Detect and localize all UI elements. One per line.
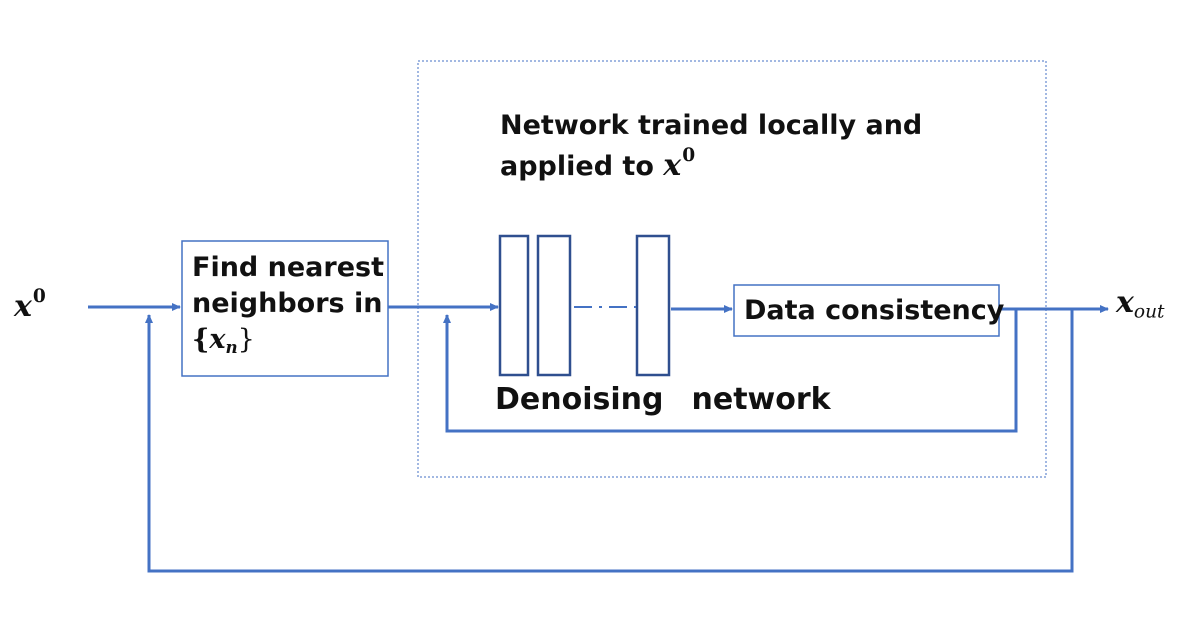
- network-layer-1: [498, 234, 530, 377]
- set-symbol: x: [209, 324, 226, 355]
- network-layer-last: [635, 234, 671, 377]
- caption-symbol: x: [663, 148, 682, 183]
- local-network-region: [417, 60, 1047, 478]
- output-subscript: out: [1133, 301, 1165, 323]
- local-network-caption: Network trained locally and applied to x…: [500, 106, 922, 187]
- caption-applied-to: applied to: [500, 151, 654, 182]
- nearest-neighbors-set: {xn}: [192, 322, 384, 358]
- input-symbol: x: [14, 289, 32, 324]
- set-close-brace: }: [237, 324, 255, 355]
- denoising-network-label: Denoising network: [495, 383, 831, 417]
- nearest-neighbors-box: [181, 240, 389, 377]
- data-consistency-label: Data consistency: [744, 295, 1005, 326]
- data-consistency-box: [733, 284, 1000, 337]
- denoising-word: Denoising: [495, 382, 664, 417]
- input-superscript: 0: [32, 286, 46, 308]
- nearest-neighbors-line1: Find nearest: [192, 252, 385, 283]
- nearest-neighbors-line2: neighbors in: [192, 288, 383, 319]
- caption-superscript: 0: [682, 145, 696, 167]
- input-label: x0: [14, 287, 46, 324]
- set-subscript: n: [225, 337, 238, 358]
- output-label: xout: [1116, 285, 1165, 323]
- nearest-neighbors-text: Find nearest neighbors in {xn}: [192, 250, 384, 358]
- local-network-caption-line2: applied to x0: [500, 146, 922, 187]
- output-symbol: x: [1116, 285, 1134, 320]
- network-word: network: [691, 382, 831, 417]
- network-layer-2: [536, 234, 572, 377]
- inner-feedback-loop: [443, 309, 1018, 433]
- local-network-caption-line1: Network trained locally and: [500, 110, 923, 141]
- set-open-brace: {: [192, 324, 210, 355]
- outer-feedback-loop: [145, 309, 1074, 573]
